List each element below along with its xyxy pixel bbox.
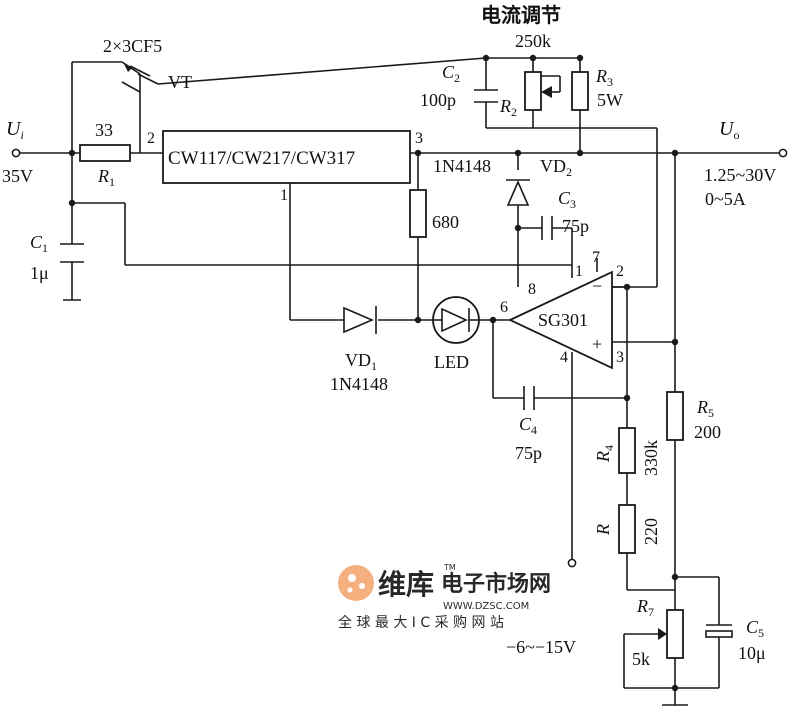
c4-label: C4 xyxy=(519,414,537,437)
vt-name-label: VT xyxy=(168,72,192,92)
vt-type-label: 2×3CF5 xyxy=(103,36,162,56)
output-current: 0~5A xyxy=(705,189,746,209)
c4-value: 75p xyxy=(515,443,542,463)
vd2-part: 1N4148 xyxy=(433,156,491,176)
watermark-name: 电子市场网 xyxy=(441,571,551,597)
regulator-pin2: 2 xyxy=(147,130,155,147)
watermark: 维库 电子市场网 TM WWW.DZSC.COM 全 球 最 大 I C 采 购… xyxy=(338,563,551,631)
input-voltage: 35V xyxy=(2,166,33,186)
c1-value: 1μ xyxy=(30,263,49,283)
c3-label: C3 xyxy=(558,188,576,211)
opamp-pin4: 4 xyxy=(560,349,568,366)
c1-capacitor xyxy=(60,243,84,263)
neg-supply-terminal xyxy=(567,558,577,568)
input-terminal xyxy=(11,148,21,158)
r7-label: R7 xyxy=(636,596,654,619)
vd2-label: VD2 xyxy=(540,156,572,179)
c5-label: C5 xyxy=(746,617,764,640)
sg301-opamp xyxy=(507,270,613,370)
r4-label: R4 xyxy=(593,445,616,463)
output-voltage: 1.25~30V xyxy=(704,165,776,185)
watermark-slogan: 全 球 最 大 I C 采 购 网 站 xyxy=(338,614,504,631)
opamp-pin2: 2 xyxy=(616,263,624,280)
r5-resistor xyxy=(666,391,684,441)
led-label: LED xyxy=(434,352,469,372)
labels: 电流调节 2×3CF5 VT Ui 35V 33 R1 C1 1μ CW117/… xyxy=(2,3,776,669)
led-indicator xyxy=(432,296,480,344)
r1-label: R1 xyxy=(97,166,115,189)
r680-value: 680 xyxy=(432,212,459,232)
r2-potentiometer xyxy=(524,71,560,111)
r3-label: R3 xyxy=(595,66,613,89)
watermark-logo-icon xyxy=(338,565,374,601)
input-label: Ui xyxy=(6,118,24,142)
r5-label: R5 xyxy=(696,397,714,420)
junction-dots xyxy=(68,54,679,692)
r3-resistor xyxy=(571,71,589,111)
watermark-brand: 维库 xyxy=(378,568,434,601)
opamp-pin8: 8 xyxy=(528,281,536,298)
vd1-diode xyxy=(343,306,377,334)
c3-value: 75p xyxy=(562,216,589,236)
watermark-tm: TM xyxy=(443,563,456,572)
r4-resistor xyxy=(618,427,636,474)
regulator-box xyxy=(162,130,411,184)
vd1-part: 1N4148 xyxy=(330,374,388,394)
r-value: 220 xyxy=(641,518,661,545)
r680-resistor xyxy=(409,189,427,238)
c5-value: 10μ xyxy=(738,643,766,663)
vd2-diode xyxy=(506,179,530,206)
r-label: R xyxy=(593,524,613,536)
regulator-label: CW117/CW217/CW317 xyxy=(168,148,355,169)
c1-label: C1 xyxy=(30,232,48,255)
neg-supply-label: −6~−15V xyxy=(506,637,576,657)
opamp-pin3: 3 xyxy=(616,349,624,366)
opamp-minus: − xyxy=(592,276,602,296)
r5-value: 200 xyxy=(694,422,721,442)
r7-potentiometer xyxy=(658,609,684,659)
c2-value: 100p xyxy=(420,90,456,110)
r3-value: 5W xyxy=(597,90,623,110)
c2-capacitor xyxy=(474,89,498,103)
c2-label: C2 xyxy=(442,62,460,85)
opamp-plus: + xyxy=(592,334,602,354)
wires xyxy=(19,57,780,706)
output-terminal xyxy=(778,148,788,158)
opamp-pin7: 7 xyxy=(592,249,600,266)
watermark-url: WWW.DZSC.COM xyxy=(443,601,529,612)
r7-value: 5k xyxy=(632,649,650,669)
regulator-pin1: 1 xyxy=(280,187,288,204)
c5-capacitor xyxy=(705,624,733,638)
diagram-title: 电流调节 xyxy=(481,3,561,27)
r2-label: R2 xyxy=(499,96,517,119)
r-resistor xyxy=(618,504,636,554)
output-label: Uo xyxy=(719,118,739,142)
r4-value: 330k xyxy=(641,440,661,476)
c4-capacitor xyxy=(523,386,535,410)
opamp-pin6: 6 xyxy=(500,299,508,316)
regulator-pin3: 3 xyxy=(415,130,423,147)
terminals xyxy=(11,148,788,568)
opamp-pin1: 1 xyxy=(575,263,583,280)
r2-value: 250k xyxy=(515,31,551,51)
c3-capacitor xyxy=(541,216,553,240)
r1-value: 33 xyxy=(95,120,113,140)
vt-transistor xyxy=(121,61,159,92)
vd1-label: VD1 xyxy=(345,350,377,373)
opamp-label: SG301 xyxy=(538,310,588,330)
r1-resistor xyxy=(79,144,131,162)
